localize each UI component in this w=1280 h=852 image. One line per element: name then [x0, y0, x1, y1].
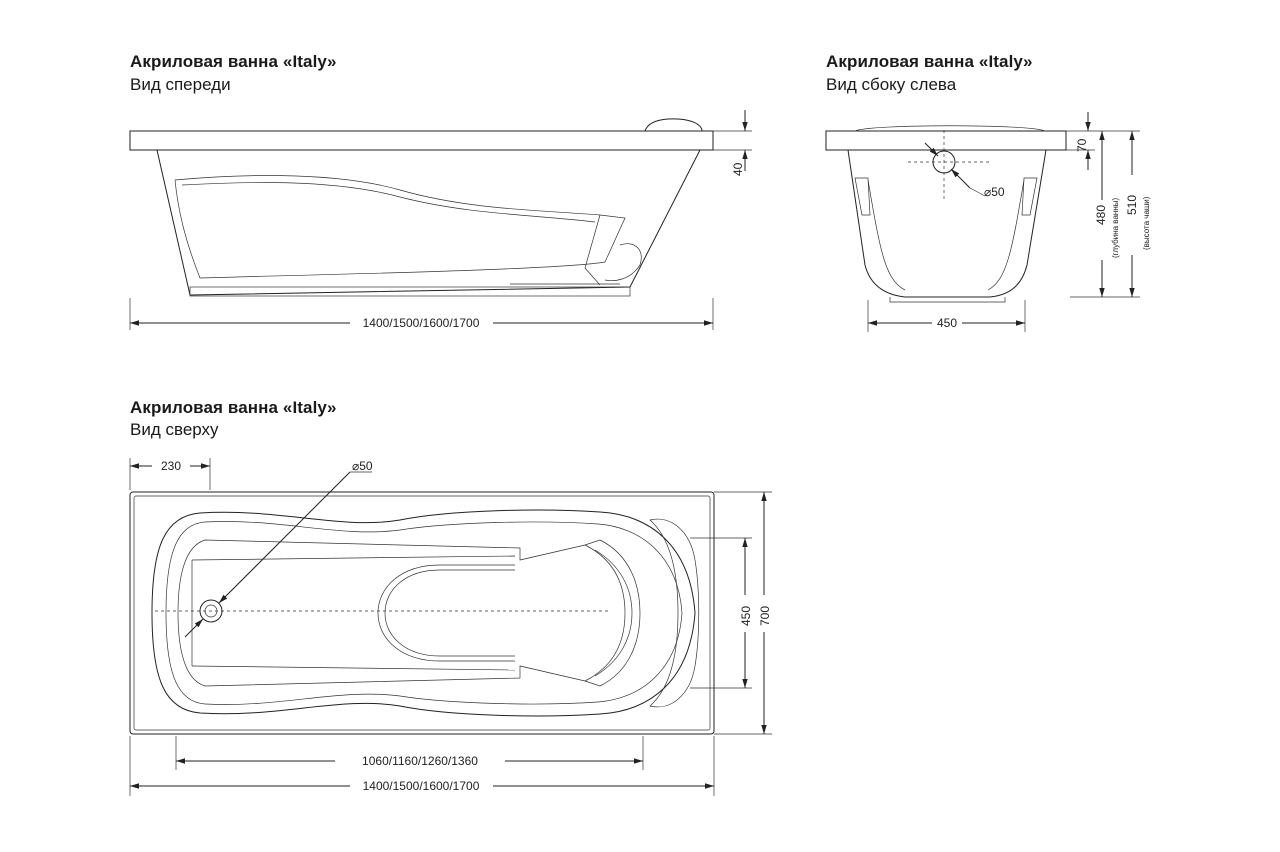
top-inner-length-dim: 1060/1160/1260/1360 [362, 754, 478, 768]
top-width-dim: 700 [758, 606, 772, 626]
top-inner-width-dim: 450 [739, 606, 753, 626]
side-height-dim: 510 [1125, 195, 1139, 215]
front-view-drawing: 40 1400/1500/1600/1700 [129, 110, 752, 330]
side-view-drawing: ⌀50 70 480 (глубина ванны) 510 (высота ч… [825, 112, 1151, 332]
front-rim-dim: 40 [731, 162, 745, 176]
top-view-drawing: ⌀50 230 1060/1160/1260/1360 1400/1500/16… [129, 458, 772, 796]
side-rim-dim: 70 [1075, 138, 1089, 152]
top-length-dim: 1400/1500/1600/1700 [363, 779, 480, 793]
side-drain-dim: ⌀50 [984, 185, 1005, 199]
side-height-note: (высота чаши) [1142, 196, 1151, 250]
side-width-dim: 450 [937, 316, 957, 330]
top-view-subtitle: Вид сверху [130, 420, 219, 439]
side-depth-note: (глубина ванны) [1111, 198, 1120, 259]
front-view-subtitle: Вид спереди [130, 75, 231, 94]
front-view-title: Акриловая ванна «Italy» [130, 52, 337, 71]
top-view-title: Акриловая ванна «Italy» [130, 398, 337, 417]
side-view-title: Акриловая ванна «Italy» [826, 52, 1033, 71]
side-depth-dim: 480 [1094, 205, 1108, 225]
top-drain-dim: ⌀50 [352, 459, 373, 473]
top-drain-offset-dim: 230 [161, 459, 181, 473]
front-length-dim: 1400/1500/1600/1700 [363, 316, 480, 330]
side-view-subtitle: Вид сбоку слева [826, 75, 957, 94]
